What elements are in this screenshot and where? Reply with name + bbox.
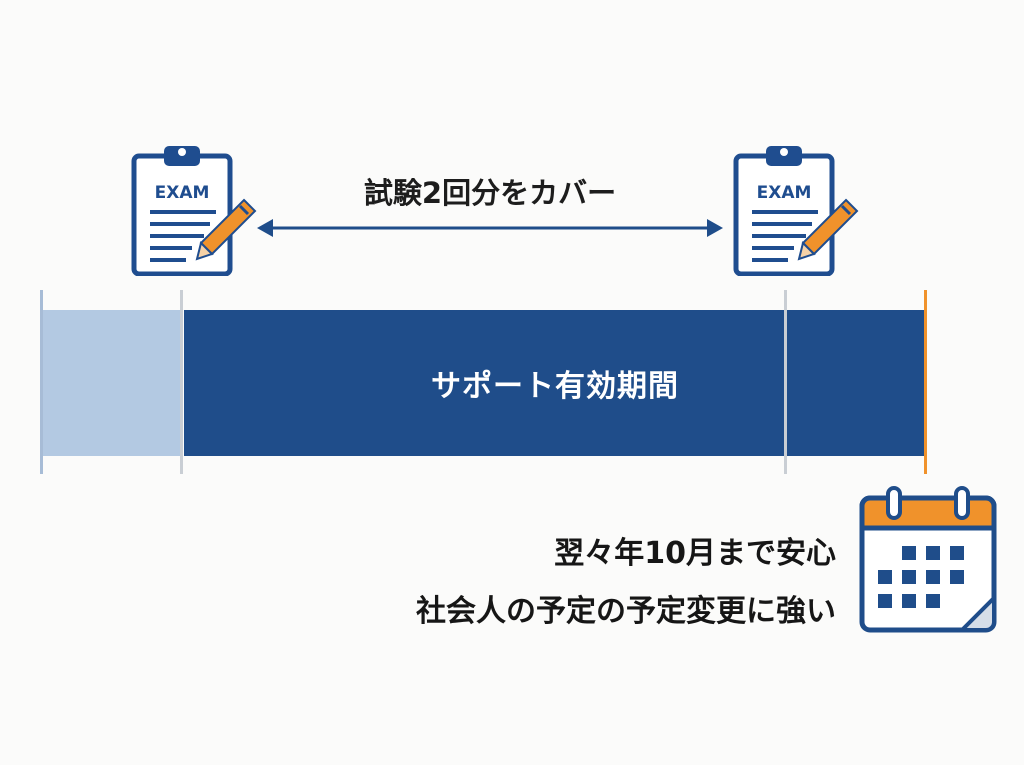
pencil-icon	[797, 198, 859, 261]
calendar-icon	[859, 486, 997, 633]
note-line-1: 翌々年10月まで安心	[554, 536, 836, 571]
exam-clipboard-icon-left: EXAM	[131, 146, 257, 276]
note-line-2: 社会人の予定の予定変更に強い	[416, 594, 836, 629]
period-end-marker	[924, 290, 927, 474]
support-period-label: サポート有効期間	[431, 369, 679, 404]
exam-label: EXAM	[757, 183, 812, 203]
coverage-caption: 試験2回分をカバー	[363, 176, 617, 210]
timeline-start-tick	[40, 290, 43, 474]
first-exam-tick	[180, 290, 183, 474]
exam-label: EXAM	[155, 183, 210, 203]
exam-clipboard-icon-right: EXAM	[733, 146, 859, 276]
double-arrow-icon	[257, 219, 723, 237]
pre-period-segment	[42, 310, 182, 456]
second-exam-tick	[784, 290, 787, 474]
support-period-bar	[184, 310, 926, 456]
pencil-icon	[195, 198, 257, 261]
